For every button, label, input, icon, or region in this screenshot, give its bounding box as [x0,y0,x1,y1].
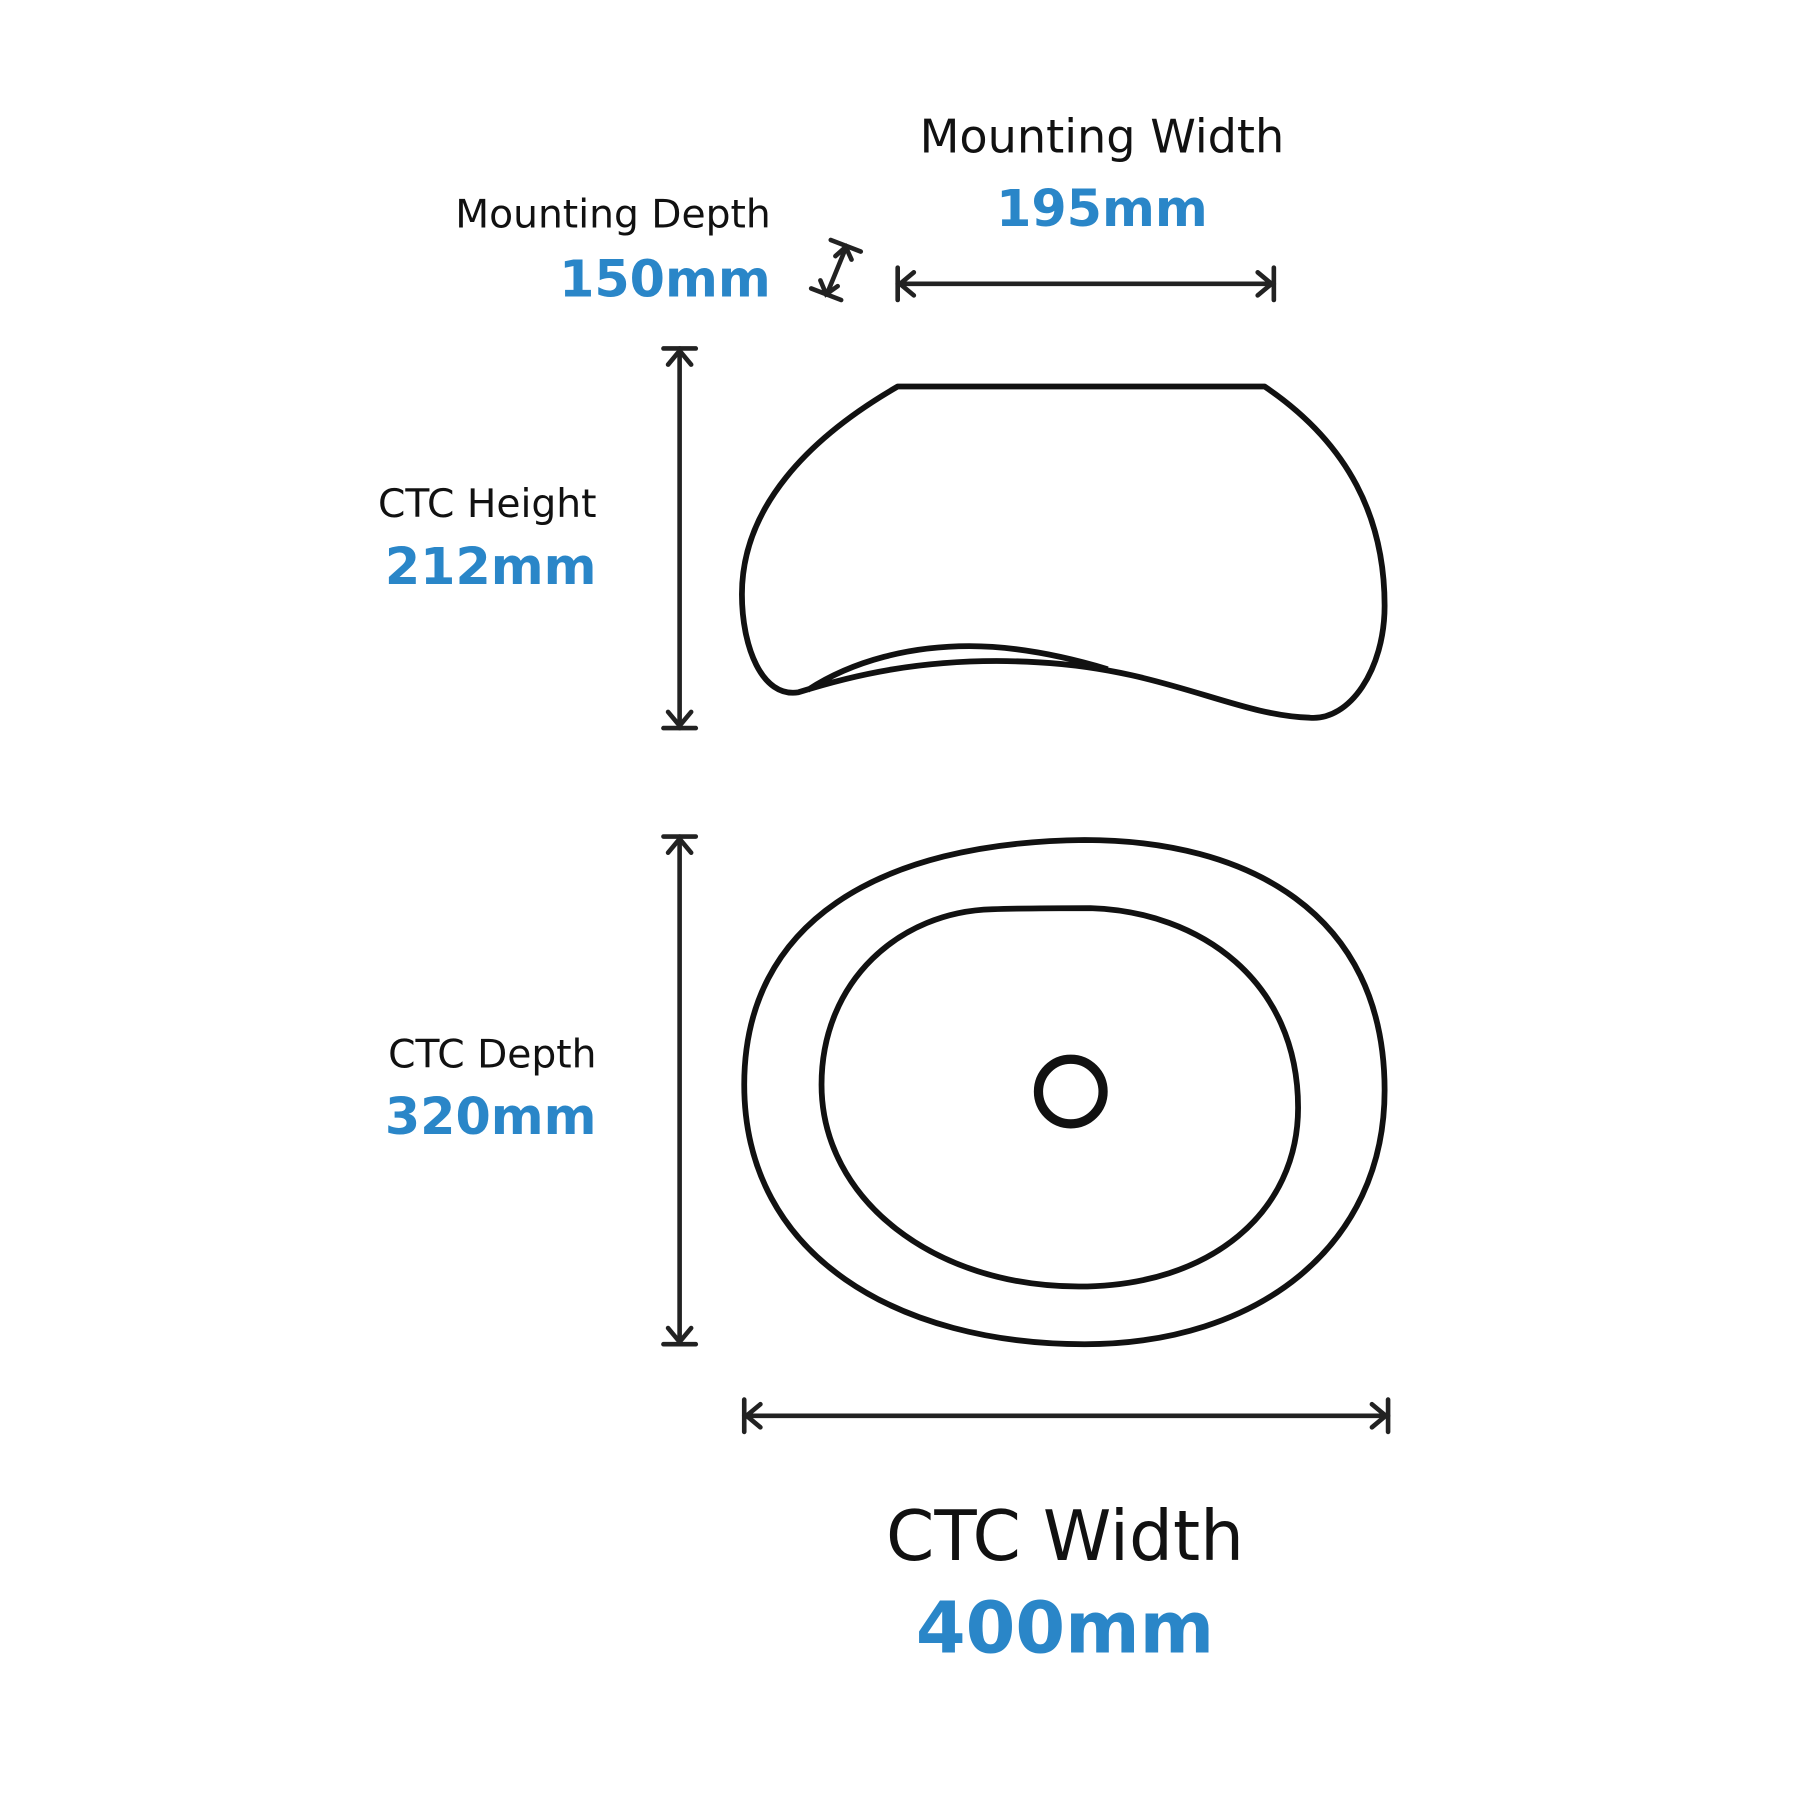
ctc-height-value: 212mm [385,537,597,596]
ctc-depth-arrow [661,834,699,1347]
mounting-width-value: 195mm [996,179,1208,238]
ctc-width-label: CTC Width [886,1497,1244,1577]
ctc-width-value: 400mm [916,1586,1214,1669]
mounting-depth-label: Mounting Depth [455,192,771,237]
basin-side-view [739,383,1388,721]
basin-top-view-outer [741,837,1388,1348]
ctc-height-label: CTC Height [378,482,597,527]
mounting-depth-value: 150mm [559,250,771,309]
mounting-depth-arrow [808,237,864,303]
ctc-width-arrow [741,1397,1391,1435]
drain-hole [1033,1054,1108,1129]
ctc-depth-label: CTC Depth [388,1032,596,1077]
basin-top-view-bowl [818,905,1301,1290]
ctc-height-arrow [661,346,699,731]
mounting-width-label: Mounting Width [920,109,1285,163]
mounting-width-arrow [895,265,1277,303]
ctc-depth-value: 320mm [385,1087,597,1146]
